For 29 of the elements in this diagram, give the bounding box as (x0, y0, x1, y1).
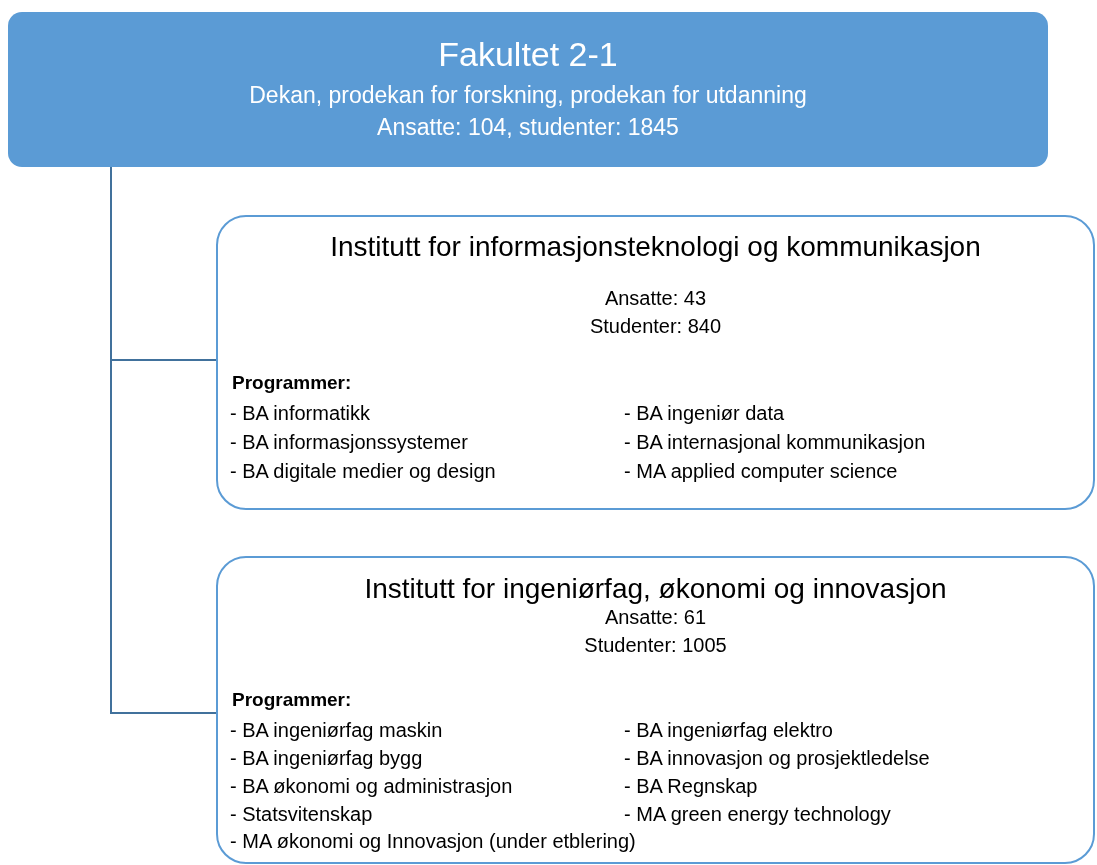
program-item: - BA økonomi og administrasjon (230, 774, 513, 798)
program-item: - BA ingeniørfag bygg (230, 746, 423, 770)
department-title: Institutt for informasjonsteknologi og kommunikasjon (329, 230, 982, 264)
program-item: - BA ingeniørfag maskin (230, 718, 443, 742)
section-heading: Programmer: (232, 689, 352, 712)
program-item: - BA ingeniør data (624, 401, 785, 425)
program-item: - BA informatikk (230, 401, 371, 425)
faculty-info: Ansatte: 104, studenter: 1845 (376, 114, 680, 142)
department-stat: Ansatte: 61 (603, 605, 708, 629)
department-stat: Studenter: 1005 (583, 633, 728, 657)
faculty-title: Fakultet 2-1 (437, 34, 619, 75)
department-box (216, 215, 1095, 510)
program-item: - Statsvitenskap (230, 802, 373, 826)
program-item: - BA Regnskap (624, 774, 758, 798)
department-box (216, 556, 1095, 864)
department-stat: Ansatte: 43 (603, 286, 708, 310)
department-title: Institutt for ingeniørfag, økonomi og innovasjon (363, 572, 948, 606)
program-item: - BA ingeniørfag elektro (624, 718, 833, 742)
program-item: - BA internasjonal kommunikasjon (624, 430, 926, 454)
section-heading: Programmer: (232, 372, 352, 395)
program-item: - MA green energy technology (624, 802, 891, 826)
program-item: - BA informasjonssystemer (230, 430, 468, 454)
program-item: - MA økonomi og Innovasjon (under etblering) (230, 829, 636, 853)
faculty-info: Dekan, prodekan for forskning, prodekan for utdanning (248, 82, 808, 110)
department-stat: Studenter: 840 (588, 314, 723, 338)
program-item: - BA innovasjon og prosjektledelse (624, 746, 930, 770)
faculty-box (8, 12, 1048, 167)
program-item: - BA digitale medier og design (230, 459, 496, 483)
program-item: - MA applied computer science (624, 459, 898, 483)
